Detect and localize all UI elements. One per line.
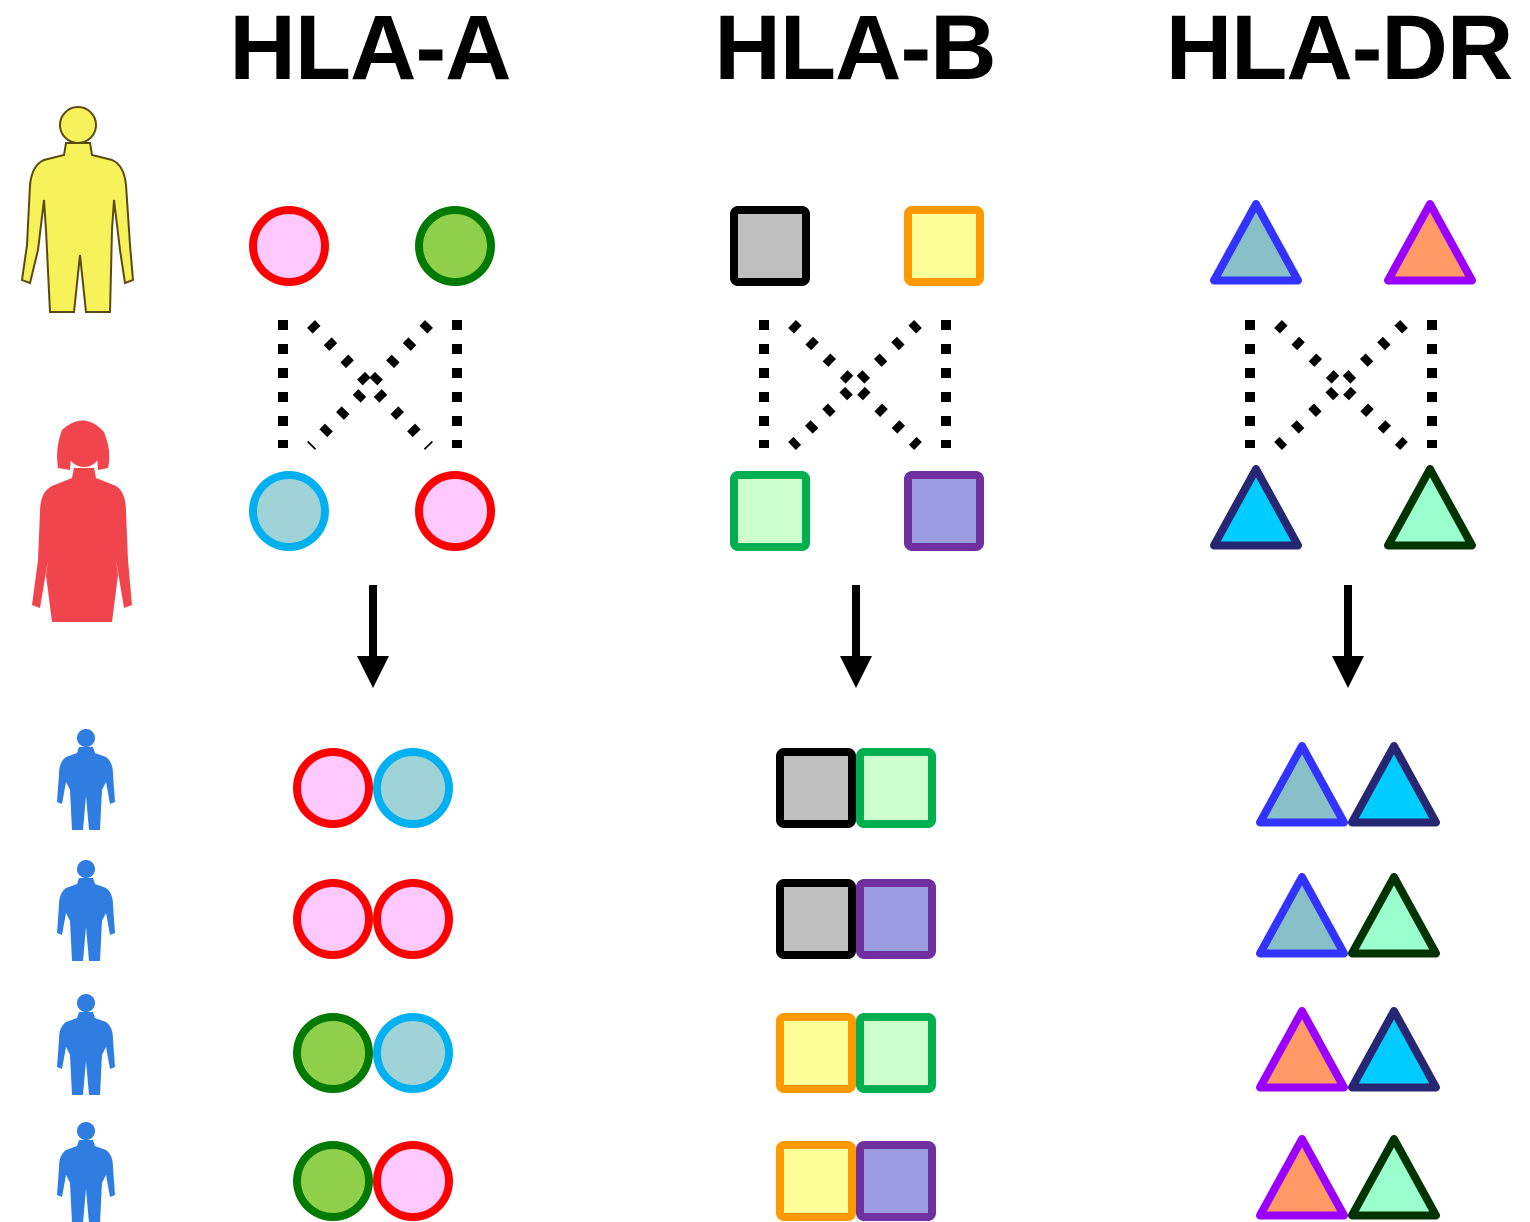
child-body [57,747,115,830]
father-head [59,106,97,144]
hla-b-header: HLA-B [714,0,996,99]
child-genotype [293,1013,453,1093]
child-allele-maternal [373,1141,453,1221]
father-allele-1 [1210,200,1302,285]
child-genotype [776,879,936,959]
mother-allele-1 [1210,465,1302,550]
inheritance-line-diagonal [788,320,922,450]
child-genotype [1256,1135,1440,1220]
child-body [57,878,115,961]
father-figure [20,106,135,313]
inheritance-line-diagonal [307,320,433,450]
hla-dr-locus [1210,200,1476,1220]
child-head [77,994,95,1012]
father-body [20,142,135,313]
child-allele-paternal [1256,1007,1348,1092]
child-allele-maternal [1348,742,1440,827]
child-allele-maternal [856,879,936,959]
child-allele-maternal [373,748,453,828]
child-head [77,1122,95,1140]
hla-b-locus [730,206,984,1221]
child-genotype [776,748,936,828]
child-allele-paternal [1256,873,1348,958]
child-allele-maternal [1348,1135,1440,1220]
child-allele-paternal [293,748,373,828]
child-allele-maternal [373,1013,453,1093]
child-head [77,729,95,747]
child-genotype [776,1141,936,1221]
child-genotype [1256,1007,1440,1092]
inheritance-line-diagonal [788,320,922,450]
mother-allele-2 [904,471,984,551]
child-figure [57,860,115,961]
father-allele-1 [730,206,810,286]
child-allele-paternal [776,1141,856,1221]
child-genotype [293,1141,453,1221]
father-allele-2 [1384,200,1476,285]
child-allele-paternal [293,1013,373,1093]
child-allele-maternal [1348,1007,1440,1092]
child-allele-paternal [776,748,856,828]
child-figure [57,994,115,1095]
child-allele-paternal [1256,1135,1348,1220]
child-allele-maternal [373,879,453,959]
child-allele-maternal [856,748,936,828]
mother-allele-1 [249,471,329,551]
hla-dr-header: HLA-DR [1165,0,1514,99]
hla-a-locus [249,206,495,1221]
mother-allele-2 [415,471,495,551]
inheritance-line-diagonal [307,320,433,450]
child-genotype [1256,873,1440,958]
child-genotype [1256,742,1440,827]
child-genotype [293,748,453,828]
inheritance-line-diagonal [1274,320,1408,450]
mother-body [32,468,132,622]
child-body [57,1140,115,1222]
father-allele-2 [904,206,984,286]
child-allele-maternal [856,1141,936,1221]
mother-allele-1 [730,471,810,551]
child-genotype [776,1013,936,1093]
father-allele-1 [249,206,329,286]
child-body [57,1012,115,1095]
mother-head [67,433,101,467]
inheritance-line-diagonal [1274,320,1408,450]
child-allele-paternal [776,1013,856,1093]
child-head [77,860,95,878]
father-allele-2 [415,206,495,286]
child-figure [57,729,115,830]
child-allele-paternal [293,879,373,959]
child-genotype [293,879,453,959]
child-allele-paternal [776,879,856,959]
mother-figure [32,420,132,622]
mother-allele-2 [1384,465,1476,550]
child-allele-maternal [1348,873,1440,958]
child-allele-paternal [293,1141,373,1221]
child-allele-paternal [1256,742,1348,827]
child-allele-maternal [856,1013,936,1093]
child-figure [57,1122,115,1222]
hla-a-header: HLA-A [229,0,511,99]
